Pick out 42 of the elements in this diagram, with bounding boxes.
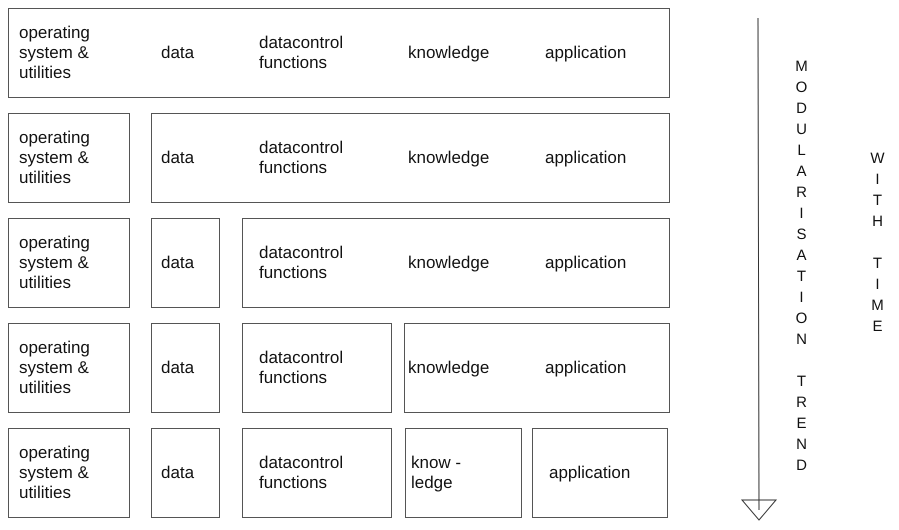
module-box <box>8 428 130 518</box>
module-box <box>8 218 130 308</box>
module-label: application <box>545 358 628 378</box>
module-label: datacontrol functions <box>259 348 344 388</box>
module-label: knowledge <box>408 253 490 273</box>
module-label: datacontrol functions <box>259 33 344 73</box>
module-box <box>151 218 220 308</box>
module-box <box>151 323 220 413</box>
module-box <box>532 428 668 518</box>
module-label: knowledge <box>408 148 490 168</box>
module-label: knowledge <box>408 43 490 63</box>
module-label: application <box>545 43 628 63</box>
module-box <box>8 113 130 203</box>
module-label: operating system & utilities <box>19 23 91 83</box>
module-label: data <box>161 43 196 63</box>
module-label: application <box>545 148 628 168</box>
module-label: application <box>545 253 628 273</box>
module-box <box>242 428 392 518</box>
trend-label: MODULARISATION TREND <box>792 58 810 478</box>
module-label: application <box>549 463 632 483</box>
time-label: WITH TIME <box>868 150 886 339</box>
module-box <box>405 428 522 518</box>
module-box <box>242 218 670 308</box>
module-label: know - ledge <box>411 453 462 493</box>
module-box <box>8 323 130 413</box>
module-box <box>151 113 670 203</box>
module-box <box>242 323 392 413</box>
module-label: operating system & utilities <box>19 338 91 398</box>
module-label: data <box>161 148 196 168</box>
module-label: operating system & utilities <box>19 443 91 503</box>
module-box <box>8 8 670 98</box>
module-label: data <box>161 463 196 483</box>
module-box <box>404 323 670 413</box>
module-box <box>151 428 220 518</box>
module-label: operating system & utilities <box>19 233 91 293</box>
module-label: data <box>161 358 196 378</box>
module-label: data <box>161 253 196 273</box>
module-label: operating system & utilities <box>19 128 91 188</box>
module-label: datacontrol functions <box>259 138 344 178</box>
module-label: datacontrol functions <box>259 243 344 283</box>
module-label: datacontrol functions <box>259 453 344 493</box>
module-label: knowledge <box>408 358 490 378</box>
